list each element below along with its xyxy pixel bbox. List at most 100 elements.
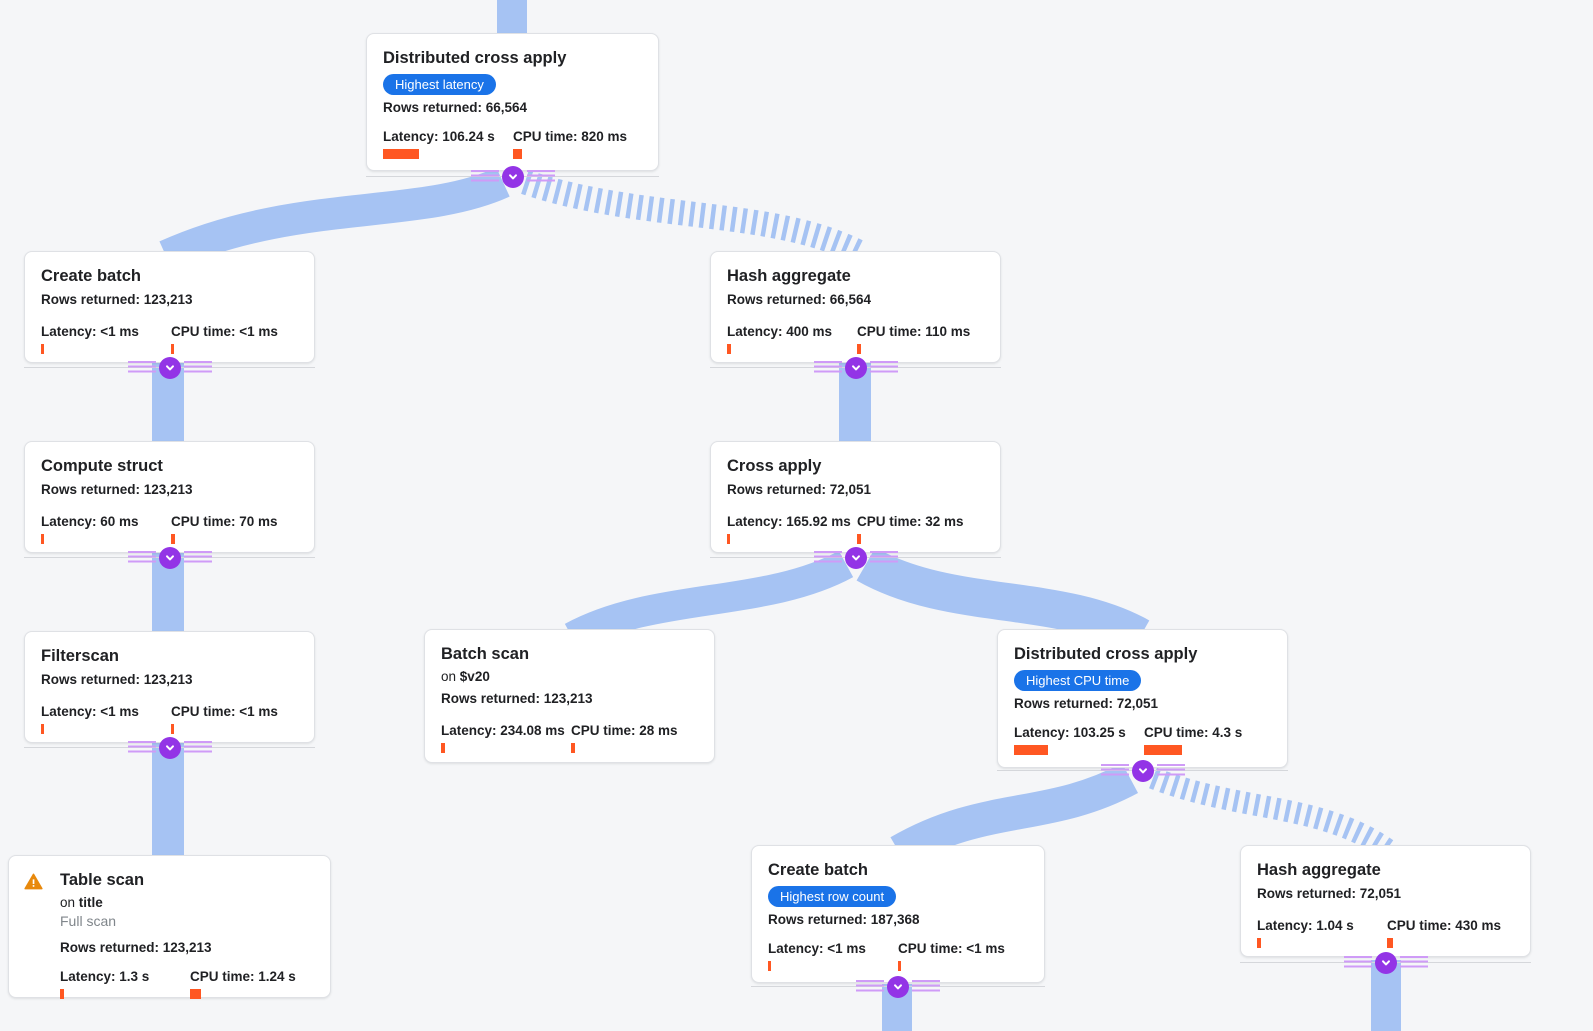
junction-stripes-left xyxy=(470,170,499,184)
cpu-time-label: CPU time: 32 ms xyxy=(857,514,964,529)
highest-row-count-badge: Highest row count xyxy=(768,886,897,907)
rows-returned: Rows returned: 187,368 xyxy=(768,912,920,927)
edge-dca-to-create-batch xyxy=(159,167,510,271)
plan-node-filterscan[interactable]: Filterscan Rows returned: 123,213 Latenc… xyxy=(24,631,315,743)
collapse-control-filterscan[interactable] xyxy=(24,737,315,759)
plan-node-cross-apply[interactable]: Cross apply Rows returned: 72,051 Latenc… xyxy=(710,441,1001,553)
collapse-control-hash-aggregate-right[interactable] xyxy=(710,357,1001,379)
latency-label: Latency: <1 ms xyxy=(768,941,866,956)
cpu-time-bar xyxy=(857,344,861,354)
node-title: Filterscan xyxy=(41,647,119,665)
cpu-time-bar xyxy=(171,344,174,354)
plan-node-batch-scan[interactable]: Batch scan on $v20 Rows returned: 123,21… xyxy=(424,629,715,763)
node-title: Hash aggregate xyxy=(1257,861,1381,879)
warning-icon xyxy=(24,872,43,896)
junction-stripes-right xyxy=(183,361,212,375)
plan-node-create-batch-left[interactable]: Create batch Rows returned: 123,213 Late… xyxy=(24,251,315,363)
rows-returned: Rows returned: 66,564 xyxy=(383,100,528,115)
collapse-control-dca-lower[interactable] xyxy=(997,760,1288,782)
latency-label: Latency: 60 ms xyxy=(41,514,139,529)
edge-dca-to-hash-aggregate xyxy=(521,170,864,264)
junction-stripes-right xyxy=(183,741,212,755)
plan-node-create-batch-bottom[interactable]: Create batch Highest row count Rows retu… xyxy=(751,845,1045,983)
cpu-time-label: CPU time: 1.24 s xyxy=(190,969,296,984)
junction-stripes-right xyxy=(1399,956,1428,970)
plan-node-distributed-cross-apply-lower[interactable]: Distributed cross apply Highest CPU time… xyxy=(997,629,1288,768)
latency-bar xyxy=(383,149,419,159)
chevron-down-icon[interactable] xyxy=(844,547,867,569)
scan-target: on $v20 xyxy=(441,669,490,684)
cpu-time-bar xyxy=(1144,745,1182,755)
node-title: Hash aggregate xyxy=(727,267,851,285)
junction-stripes-right xyxy=(183,551,212,565)
plan-node-distributed-cross-apply-top[interactable]: Distributed cross apply Highest latency … xyxy=(366,33,659,171)
rows-returned: Rows returned: 72,051 xyxy=(1257,886,1402,901)
chevron-down-icon[interactable] xyxy=(844,357,867,379)
chevron-down-icon[interactable] xyxy=(887,976,909,998)
rows-returned: Rows returned: 123,213 xyxy=(60,940,212,955)
scan-target: on title xyxy=(60,895,103,910)
collapse-control-create-batch-bottom[interactable] xyxy=(751,976,1045,998)
full-scan-note: Full scan xyxy=(60,913,117,929)
junction-stripes-left xyxy=(1100,764,1129,778)
chevron-down-icon[interactable] xyxy=(158,357,181,379)
rows-returned: Rows returned: 123,213 xyxy=(41,672,193,687)
collapse-control-compute-struct[interactable] xyxy=(24,547,315,569)
highest-cpu-time-badge: Highest CPU time xyxy=(1014,670,1142,691)
node-title: Batch scan xyxy=(441,645,530,663)
plan-node-hash-aggregate-right[interactable]: Hash aggregate Rows returned: 66,564 Lat… xyxy=(710,251,1001,363)
cpu-time-bar xyxy=(1387,938,1393,948)
latency-bar xyxy=(60,989,64,999)
latency-label: Latency: 1.04 s xyxy=(1257,918,1354,933)
latency-bar xyxy=(1014,745,1048,755)
plan-node-table-scan[interactable]: Table scan on title Full scan Rows retur… xyxy=(8,855,331,999)
latency-bar xyxy=(41,724,44,734)
cpu-time-bar xyxy=(171,724,174,734)
collapse-control-cross-apply[interactable] xyxy=(710,547,1001,569)
cpu-time-label: CPU time: 4.3 s xyxy=(1144,725,1243,740)
collapse-control-dca-top[interactable] xyxy=(366,166,659,188)
cpu-time-bar xyxy=(571,743,575,753)
cpu-time-label: CPU time: 430 ms xyxy=(1387,918,1502,933)
latency-bar xyxy=(41,534,44,544)
collapse-control-create-batch-left[interactable] xyxy=(24,357,315,379)
edge-cross-apply-to-batch-scan xyxy=(564,550,854,651)
node-title: Cross apply xyxy=(727,457,822,475)
chevron-down-icon[interactable] xyxy=(501,166,524,188)
rows-returned: Rows returned: 123,213 xyxy=(41,482,193,497)
rows-returned: Rows returned: 123,213 xyxy=(441,691,593,706)
cpu-time-label: CPU time: <1 ms xyxy=(171,324,278,339)
latency-bar xyxy=(727,534,730,544)
node-title: Compute struct xyxy=(41,457,163,475)
cpu-time-label: CPU time: 28 ms xyxy=(571,723,678,738)
node-title: Distributed cross apply xyxy=(1014,645,1198,663)
cpu-time-bar xyxy=(190,989,201,999)
collapse-control-hash-aggregate-bottom[interactable] xyxy=(1240,952,1531,974)
rows-returned: Rows returned: 72,051 xyxy=(727,482,872,497)
edge-dca-to-create-batch-bottom xyxy=(890,762,1139,867)
edge-cross-apply-to-dca xyxy=(856,547,1150,654)
cpu-time-label: CPU time: 70 ms xyxy=(171,514,278,529)
latency-bar xyxy=(768,961,771,971)
latency-label: Latency: 400 ms xyxy=(727,324,833,339)
junction-stripes-right xyxy=(526,170,555,184)
plan-node-compute-struct[interactable]: Compute struct Rows returned: 123,213 La… xyxy=(24,441,315,553)
chevron-down-icon[interactable] xyxy=(158,737,181,759)
latency-label: Latency: 1.3 s xyxy=(60,969,150,984)
junction-stripes-left xyxy=(856,980,884,994)
junction-stripes-left xyxy=(127,361,156,375)
latency-bar xyxy=(1257,938,1261,948)
latency-label: Latency: 106.24 s xyxy=(383,129,495,144)
plan-node-hash-aggregate-bottom[interactable]: Hash aggregate Rows returned: 72,051 Lat… xyxy=(1240,845,1531,957)
junction-stripes-left xyxy=(127,741,156,755)
chevron-down-icon[interactable] xyxy=(1131,760,1154,782)
junction-stripes-left xyxy=(813,361,842,375)
cpu-time-label: CPU time: 820 ms xyxy=(513,129,628,144)
node-title: Create batch xyxy=(768,861,868,879)
cpu-time-bar xyxy=(513,149,522,159)
latency-bar xyxy=(41,344,44,354)
highest-latency-badge: Highest latency xyxy=(383,74,496,95)
chevron-down-icon[interactable] xyxy=(158,547,181,569)
chevron-down-icon[interactable] xyxy=(1374,952,1397,974)
latency-label: Latency: <1 ms xyxy=(41,324,139,339)
